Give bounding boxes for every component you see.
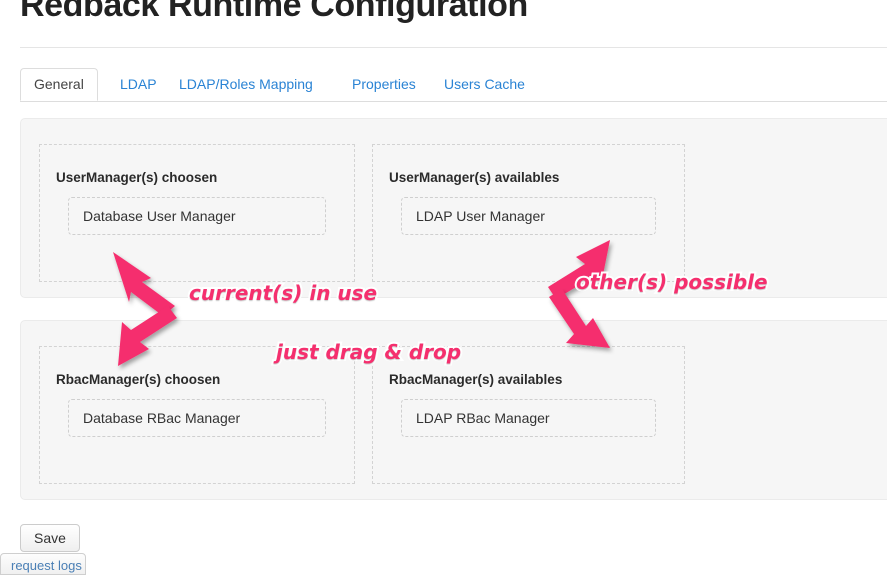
annotation-others-possible: other(s) possible <box>574 268 770 296</box>
rbac-manager-choosen-title: RbacManager(s) choosen <box>56 372 221 387</box>
page-title: Redback Runtime Configuration <box>20 0 528 24</box>
tab-ldap-roles-mapping[interactable]: LDAP/Roles Mapping <box>179 76 313 92</box>
tab-general[interactable]: General <box>20 68 98 101</box>
save-button[interactable]: Save <box>20 524 80 552</box>
user-manager-choosen-dropzone[interactable]: UserManager(s) choosen Database User Man… <box>39 144 355 282</box>
user-manager-availables-dropzone[interactable]: UserManager(s) availables LDAP User Mana… <box>372 144 685 282</box>
annotation-current-in-use: current(s) in use <box>187 279 379 307</box>
user-manager-choosen-item[interactable]: Database User Manager <box>68 197 326 235</box>
tab-bar: General LDAP LDAP/Roles Mapping Properti… <box>20 68 887 102</box>
tab-strip-baseline <box>20 101 887 102</box>
item-label: Database User Manager <box>83 208 236 224</box>
rbac-manager-availables-title: RbacManager(s) availables <box>389 372 563 387</box>
tab-users-cache[interactable]: Users Cache <box>444 76 525 92</box>
rbac-manager-availables-dropzone[interactable]: RbacManager(s) availables LDAP RBac Mana… <box>372 346 685 484</box>
item-label: LDAP User Manager <box>416 208 545 224</box>
rbac-manager-availables-item[interactable]: LDAP RBac Manager <box>401 399 656 437</box>
item-label: LDAP RBac Manager <box>416 410 550 426</box>
user-manager-availables-item[interactable]: LDAP User Manager <box>401 197 656 235</box>
annotation-drag-and-drop: just drag & drop <box>274 338 463 366</box>
title-divider <box>20 47 887 48</box>
user-manager-choosen-title: UserManager(s) choosen <box>56 170 218 185</box>
tab-ldap[interactable]: LDAP <box>120 76 157 92</box>
rbac-manager-choosen-dropzone[interactable]: RbacManager(s) choosen Database RBac Man… <box>39 346 355 484</box>
user-manager-availables-title: UserManager(s) availables <box>389 170 560 185</box>
item-label: Database RBac Manager <box>83 410 241 426</box>
tab-properties[interactable]: Properties <box>352 76 416 92</box>
rbac-manager-choosen-item[interactable]: Database RBac Manager <box>68 399 326 437</box>
request-logs-button[interactable]: request logs on <box>0 553 86 575</box>
